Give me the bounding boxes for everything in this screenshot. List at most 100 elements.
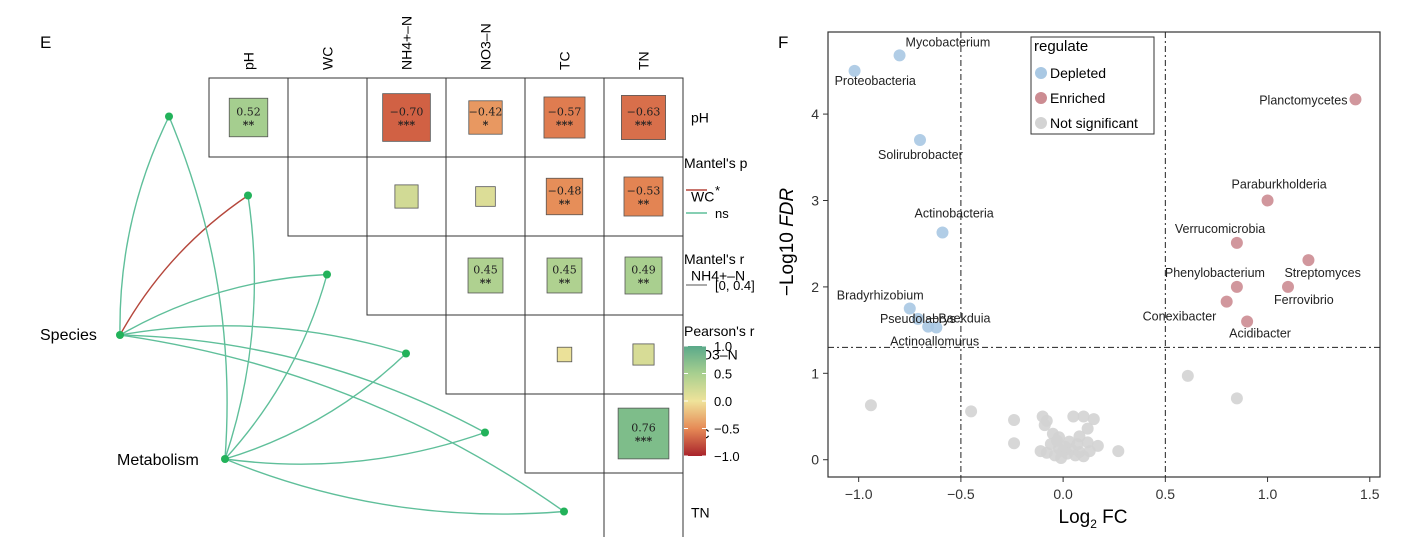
column-label-nh4-n: NH4+–N [399,16,415,70]
pearson-tick-label: 0.0 [714,394,732,409]
pearson-colorbar [684,346,706,456]
volcano-label-bradyrhizobium: Bradyrhizobium [837,289,924,303]
heatmap-cell-nh4-n-nh4-n [366,235,447,316]
heatmap-value-label: −0.63 [627,106,661,119]
volcano-point-not-significant [1181,369,1194,382]
row-label-nh4-n: NH4+–N [691,268,745,284]
volcano-point-solirubrobacter [914,134,926,147]
heatmap-value-label: 0.45 [473,264,498,277]
mantel-link-metabolism-wc [224,195,256,460]
volcano-legend-label-not-significant: Not significant [1050,115,1138,131]
mantel-link-species-ph [119,116,170,336]
heatmap-square-ph-ph [228,97,269,138]
mantel-link-species-nh4-n [119,273,328,336]
volcano-label-paraburkholderia: Paraburkholderia [1232,177,1327,191]
volcano-point-conexibacter [1220,295,1233,308]
row-label-ph: pH [691,110,709,126]
x-tick-label: 0.0 [1053,486,1073,502]
y-tick-label: 2 [811,279,819,295]
heatmap-value-label: −0.42 [469,106,503,119]
row-label-tn: TN [691,505,710,521]
volcano-legend-box [1030,36,1155,135]
column-label-tc: TC [557,51,573,70]
volcano-point-not-significant [1055,451,1068,464]
volcano-y-axis-title: −Log10 FDR [777,188,798,297]
volcano-legend-swatch-depleted [1035,67,1047,79]
legend-mantel-r: Mantel's r [0, 0.4] [684,251,755,293]
volcano-point-not-significant [864,399,877,412]
volcano-label-actinoallomurus: Actinoallomurus [890,335,979,349]
legend-label-sig: * [715,183,720,198]
column-label-no3-n: NO3–N [478,23,494,70]
heatmap-significance-label: *** [635,119,653,132]
volcano-point-not-significant [1067,410,1080,423]
volcano-point-not-significant [1077,410,1090,423]
heatmap-square-no3-n-tc [556,346,573,363]
heatmap-value-label: −0.70 [390,106,424,119]
mantel-link-metabolism-tc [224,431,486,465]
volcano-legend-label-enriched: Enriched [1050,90,1105,106]
volcano-point-labels: ProteobacteriaMycobacteriumSolirubrobact… [835,35,1361,348]
volcano-points [848,49,1362,464]
mantel-link-species-tn [119,334,565,513]
mantel-target-node-tn [560,507,568,516]
heatmap-significance-label: *** [398,119,416,132]
volcano-label-solirubrobacter: Solirubrobacter [878,148,963,162]
volcano-legend-label-depleted: Depleted [1050,65,1106,81]
heatmap-significance-label: *** [635,435,653,448]
volcano-point-not-significant [1087,413,1100,426]
volcano-threshold-lines [828,32,1380,477]
volcano-point-streptomyces [1302,254,1315,267]
y-tick-label: 0 [811,452,819,468]
mantel-link-metabolism-no3-n [224,352,407,460]
pearson-tick-label: 0.5 [714,367,732,382]
volcano-label-mycobacterium: Mycobacterium [906,35,991,49]
heatmap-significance-label: * [483,119,489,132]
volcano-point-planctomycetes [1349,93,1362,106]
x-tick-label: 0.5 [1156,486,1176,502]
mantel-source-node-species [116,331,124,339]
heatmap-value-label: 0.76 [631,422,656,435]
pearson-tick-label: 1.0 [714,339,732,354]
volcano-label-acidibacter: Acidibacter [1229,326,1291,340]
heatmap-cell-ph-wc [287,77,368,158]
heatmap-square-tc-tn [617,407,670,460]
correlation-heatmap: 0.52**−0.70***−0.42*−0.57***−0.63***−0.4… [208,77,684,537]
volcano-point-phenylobacterium [1230,280,1243,293]
source-label-metabolism: Metabolism [117,452,199,469]
x-tick-label: 1.5 [1360,486,1380,502]
source-label-species: Species [40,327,97,344]
legend-title-pearson: Pearson's r [684,323,755,339]
heatmap-significance-label: *** [556,119,574,132]
legend-mantel-p: Mantel's p * ns [684,155,748,221]
heatmap-cell-tn-tn [603,472,684,537]
mantel-target-node-no3-n [402,349,410,358]
volcano-point-bradyrhizobium [903,302,916,315]
volcano-legend-swatch-not-significant [1035,117,1047,129]
volcano-label-verrucomicrobia: Verrucomicrobia [1175,222,1265,236]
mantel-target-node-ph [165,112,173,121]
heatmap-square-wc-nh4-n [394,184,419,209]
volcano-point-not-significant [1083,445,1096,458]
mantel-links [119,116,565,515]
heatmap-square-ph-no3-n [468,100,503,135]
mantel-link-metabolism-tn [224,458,565,515]
heatmap-significance-label: ** [638,277,650,290]
volcano-point-acidibacter [1241,315,1254,328]
x-tick-label: 1.0 [1258,486,1278,502]
legend-title-mantel-r: Mantel's r [684,251,745,267]
y-tick-label: 4 [811,106,819,122]
pearson-colorbar-ticks: 1.00.50.0−0.5−1.0 [684,339,740,464]
heatmap-significance-label: ** [559,277,571,290]
volcano-x-axis-title: Log2 FC [1059,507,1128,531]
volcano-point-not-significant [1008,437,1021,450]
volcano-point-paraburkholderia [1261,194,1274,207]
volcano-label-actinobacteria: Actinobacteria [914,206,993,220]
heatmap-cell-wc-wc [287,156,368,237]
volcano-legend-swatch-enriched [1035,92,1047,104]
panel-e: E 0.52**−0.70***−0.42*−0.57***−0.63***−0… [40,16,755,537]
pearson-tick-label: −1.0 [714,449,740,464]
